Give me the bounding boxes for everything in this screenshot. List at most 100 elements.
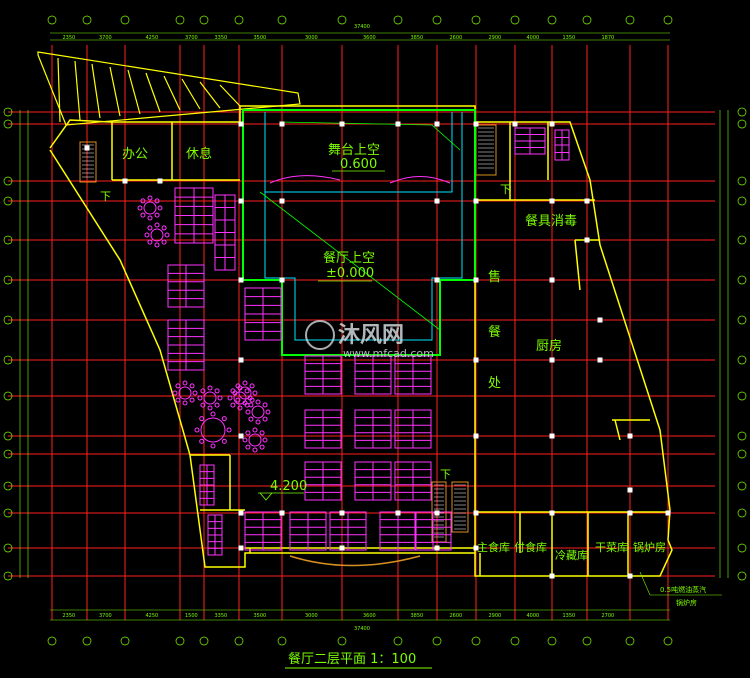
- chair: [157, 205, 163, 211]
- stage-level-label: 0.600: [340, 157, 377, 172]
- column: [238, 277, 244, 283]
- axis-bubble: [234, 15, 244, 25]
- room-staple-store-label: 主食库: [477, 540, 510, 554]
- column: [473, 545, 479, 551]
- boiler-note-2: 锅炉房: [676, 598, 697, 607]
- chair: [235, 397, 241, 403]
- column: [473, 510, 479, 516]
- axis-bubble: [47, 15, 57, 25]
- chair: [262, 416, 268, 422]
- room-hall-void-label: 餐厅上空: [323, 250, 375, 266]
- axis-bubble: [737, 391, 747, 401]
- axis-bubble: [3, 275, 13, 285]
- chair: [217, 395, 223, 401]
- axis-bubble: [737, 119, 747, 129]
- column: [238, 198, 244, 204]
- dimension-text-top: 4000: [527, 35, 540, 41]
- round-table: [200, 417, 226, 443]
- axis-bubble: [582, 15, 592, 25]
- column: [395, 510, 401, 516]
- dimension-text-top: 1350: [563, 35, 576, 41]
- dimension-text-bottom: 1350: [563, 613, 576, 619]
- dimension-lines: 2350235037003700425042503700150033503350…: [19, 32, 729, 621]
- axis-bubble: [737, 315, 747, 325]
- column: [549, 573, 555, 579]
- chair: [189, 397, 195, 403]
- axis-bubble: [3, 196, 13, 206]
- axis-bubble: [737, 543, 747, 553]
- chair: [259, 444, 265, 450]
- column: [434, 198, 440, 204]
- axis-bubble: [737, 481, 747, 491]
- chair: [232, 390, 238, 396]
- chair: [200, 402, 206, 408]
- column: [549, 357, 555, 363]
- stair-steps: [82, 127, 494, 538]
- axis-bubble: [3, 315, 13, 325]
- dimension-text-bottom: 3500: [254, 613, 267, 619]
- top-total-dimension: 37400: [354, 24, 370, 30]
- dimension-text-top: 1870: [602, 35, 615, 41]
- column: [238, 545, 244, 551]
- axis-bubble: [471, 636, 481, 646]
- column: [238, 510, 244, 516]
- chair: [199, 416, 205, 422]
- axis-bubble: [737, 449, 747, 459]
- room-rest-label: 休息: [186, 146, 212, 162]
- void-outlines: [242, 109, 476, 356]
- axis-bubble: [663, 15, 673, 25]
- column: [279, 277, 285, 283]
- chair: [210, 411, 216, 417]
- axis-bubble: [234, 636, 244, 646]
- chair: [245, 444, 251, 450]
- axis-bubble: [3, 431, 13, 441]
- axis-bubble: [337, 15, 347, 25]
- axis-bubble: [175, 15, 185, 25]
- chair: [210, 443, 216, 449]
- dimension-text-top: 3850: [411, 35, 424, 41]
- chair: [255, 419, 261, 425]
- dimension-text-bottom: 2900: [489, 613, 502, 619]
- chair: [262, 402, 268, 408]
- chair: [244, 388, 250, 394]
- down-label-2: 下: [500, 183, 511, 196]
- chair: [259, 430, 265, 436]
- axis-bubble: [737, 571, 747, 581]
- column: [597, 317, 603, 323]
- hall-level-label: ±0.000: [326, 266, 374, 281]
- chair: [245, 430, 251, 436]
- chair: [214, 402, 220, 408]
- chair: [147, 195, 153, 201]
- down-label-3: 下: [440, 468, 451, 481]
- dimension-text-top: 3350: [215, 35, 228, 41]
- column: [473, 357, 479, 363]
- sale-label-1: 售: [488, 269, 501, 285]
- chair: [207, 385, 213, 391]
- chair: [197, 395, 203, 401]
- column: [339, 545, 345, 551]
- room-kitchen-label: 厨房: [536, 338, 562, 354]
- round-table: [248, 433, 262, 447]
- dimension-text-top: 2900: [489, 35, 502, 41]
- column: [238, 121, 244, 127]
- dimension-text-bottom: 2700: [602, 613, 615, 619]
- column: [549, 198, 555, 204]
- chair: [226, 427, 232, 433]
- axis-bubble: [277, 636, 287, 646]
- axis-bubble: [3, 508, 13, 518]
- elevation-marker: [258, 492, 304, 501]
- chair: [161, 225, 167, 231]
- axis-bubble: [199, 636, 209, 646]
- chair: [245, 409, 251, 415]
- column: [627, 487, 633, 493]
- chair: [147, 239, 153, 245]
- room-cold-store-label: 冷藏库: [555, 549, 588, 562]
- chair: [182, 400, 188, 406]
- column: [434, 510, 440, 516]
- axis-bubble: [393, 15, 403, 25]
- axis-bubble: [737, 275, 747, 285]
- axis-bubble: [3, 176, 13, 186]
- dimension-text-bottom: 2600: [450, 613, 463, 619]
- column: [627, 510, 633, 516]
